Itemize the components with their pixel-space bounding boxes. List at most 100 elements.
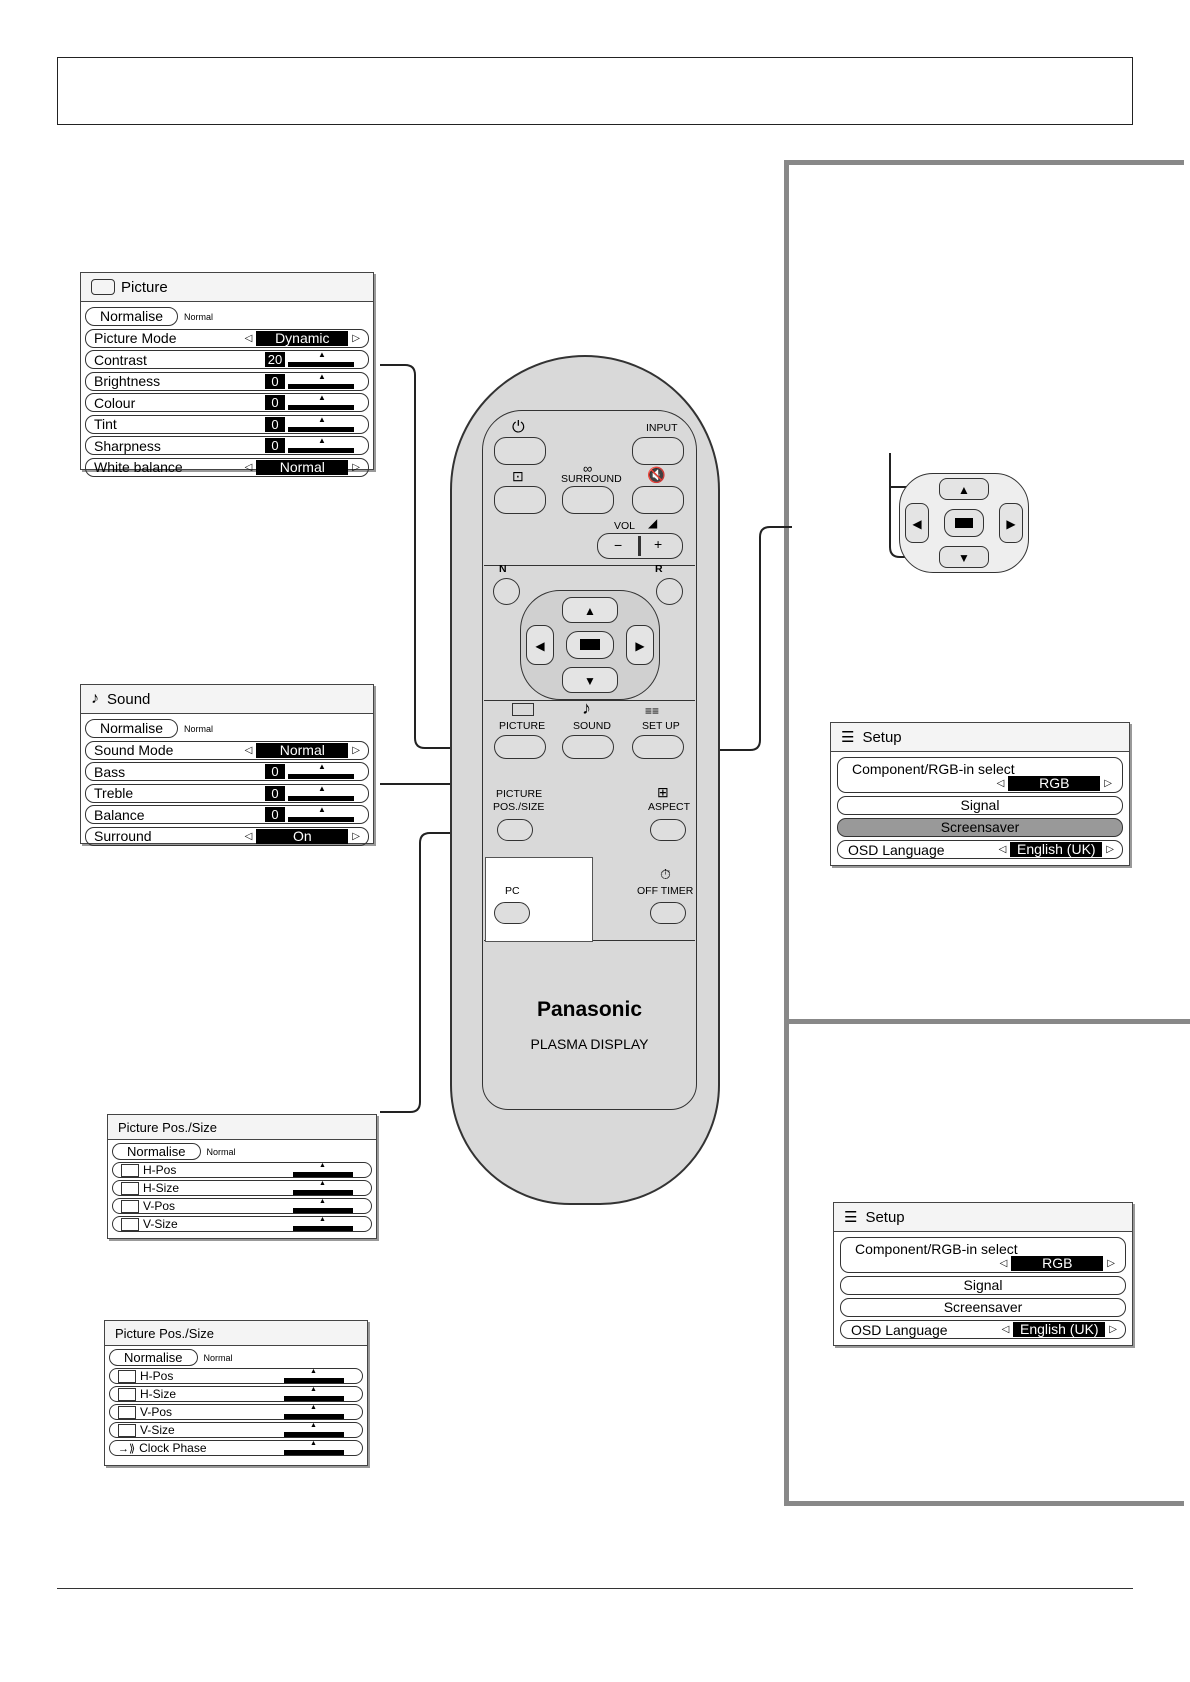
v-pos-row[interactable]: V-Pos [109, 1404, 363, 1420]
r-button[interactable] [656, 578, 683, 605]
side-dpad: ▲ ▼ ◀ ▶ [899, 473, 1029, 573]
setup-menu-2: ☰ Setup Component/RGB-in select ◁RGB▷ Sig… [833, 1202, 1133, 1346]
clock-phase-row[interactable]: →⟫Clock Phase [109, 1440, 363, 1456]
input-button[interactable] [632, 437, 684, 465]
picture-mode-label: Picture Mode [94, 330, 177, 346]
picture-menu-title: Picture [121, 278, 168, 296]
component-rgb-value: RGB [1011, 1256, 1104, 1271]
component-rgb-select-row[interactable]: Component/RGB-in select ◁RGB▷ [837, 757, 1123, 793]
list-icon: ☰ [844, 1209, 858, 1226]
right-arrow-icon: ▷ [352, 744, 360, 756]
v-size-row[interactable]: V-Size [112, 1216, 372, 1232]
footer-rule [57, 1588, 1133, 1589]
signal-row[interactable]: Signal [837, 796, 1123, 815]
screensaver-row[interactable]: Screensaver [840, 1298, 1126, 1317]
white-balance-row[interactable]: White balance◁Normal▷ [85, 457, 369, 477]
h-size-meter [284, 1386, 344, 1401]
sound-button[interactable] [562, 735, 614, 759]
side-enter-button[interactable] [944, 509, 984, 537]
surround-value: On [256, 828, 349, 844]
side-right-button[interactable]: ▶ [999, 503, 1023, 543]
right-button[interactable]: ▶ [626, 625, 654, 665]
power-icon: ⏻ [512, 419, 525, 436]
osd-language-row[interactable]: OSD Language◁English (UK)▷ [840, 1320, 1126, 1339]
up-button[interactable]: ▲ [562, 597, 618, 623]
pos-size-menu-2-title: Picture Pos./Size [115, 1325, 214, 1341]
left-arrow-icon: ◁ [999, 1258, 1008, 1269]
off-timer-button[interactable] [650, 902, 686, 924]
pc-button[interactable] [494, 902, 530, 924]
surround-row[interactable]: Surround◁On▷ [85, 826, 369, 846]
picture-mode-value: Dynamic [256, 330, 349, 346]
bass-label: Bass [94, 763, 126, 780]
normalise-button[interactable]: Normalise [109, 1349, 198, 1366]
picture-button[interactable] [494, 735, 546, 759]
balance-value: 0 [265, 807, 285, 822]
h-size-icon [121, 1181, 139, 1195]
side-panel [784, 160, 1184, 1506]
left-button[interactable]: ◀ [526, 625, 554, 665]
v-pos-row[interactable]: V-Pos [112, 1198, 372, 1214]
setup-button[interactable] [632, 735, 684, 759]
volume-rocker[interactable]: − + [597, 533, 683, 559]
h-size-row[interactable]: H-Size [109, 1386, 363, 1402]
picture-pos-size-button[interactable] [497, 819, 533, 841]
surround-label: Surround [94, 828, 152, 844]
power-button[interactable] [494, 437, 546, 465]
side-left-button[interactable]: ◀ [905, 503, 929, 543]
bass-value: 0 [265, 764, 285, 779]
aspect-button[interactable] [650, 819, 686, 841]
osd-language-label: OSD Language [851, 1321, 948, 1338]
mute-button[interactable] [632, 486, 684, 514]
side-up-button[interactable]: ▲ [939, 478, 989, 500]
setup-menu-2-title: Setup [865, 1208, 905, 1226]
enter-button[interactable] [566, 631, 614, 659]
side-down-button[interactable]: ▼ [939, 546, 989, 568]
pc-label: PC [505, 885, 520, 897]
multi-window-icon: ⊡ [512, 468, 524, 484]
treble-value: 0 [265, 785, 285, 801]
h-pos-row[interactable]: H-Pos [112, 1162, 372, 1178]
surround-button[interactable] [562, 486, 614, 514]
left-arrow-icon: ◁ [244, 332, 253, 344]
down-button[interactable]: ▼ [562, 667, 618, 693]
n-label: N [499, 563, 507, 575]
v-size-row[interactable]: V-Size [109, 1422, 363, 1438]
v-size-icon [118, 1423, 136, 1437]
contrast-value: 20 [265, 352, 285, 367]
h-pos-row[interactable]: H-Pos [109, 1368, 363, 1384]
component-rgb-label: Component/RGB-in select [855, 1241, 1018, 1257]
brightness-label: Brightness [94, 373, 161, 389]
treble-meter [288, 784, 354, 801]
h-size-row[interactable]: H-Size [112, 1180, 372, 1196]
right-arrow-icon: ▷ [1107, 1258, 1115, 1269]
colour-label: Colour [94, 394, 136, 411]
v-pos-meter [293, 1198, 353, 1213]
signal-row[interactable]: Signal [840, 1276, 1126, 1295]
component-rgb-select-row[interactable]: Component/RGB-in select ◁RGB▷ [840, 1237, 1126, 1273]
multi-window-button[interactable] [494, 486, 546, 514]
osd-language-row[interactable]: OSD Language◁English (UK)▷ [837, 840, 1123, 859]
picture-pos-label-1: PICTURE [496, 788, 543, 800]
surround-icon: ∞ [583, 461, 593, 476]
picture-mode-row[interactable]: Picture Mode◁Dynamic▷ [85, 328, 369, 348]
screensaver-row[interactable]: Screensaver [837, 818, 1123, 837]
header-box [57, 57, 1133, 125]
bass-row[interactable]: Bass 0 [85, 762, 369, 781]
normalise-button[interactable]: Normalise [85, 307, 179, 326]
sharpness-meter [288, 436, 354, 453]
normalise-button[interactable]: Normalise [112, 1143, 201, 1160]
normalise-button[interactable]: Normalise [85, 719, 179, 738]
timer-icon: ⏱ [660, 866, 671, 882]
sound-mode-row[interactable]: Sound Mode◁Normal▷ [85, 740, 369, 760]
n-button[interactable] [493, 578, 520, 605]
pos-size-menu-1-title: Picture Pos./Size [118, 1119, 217, 1135]
